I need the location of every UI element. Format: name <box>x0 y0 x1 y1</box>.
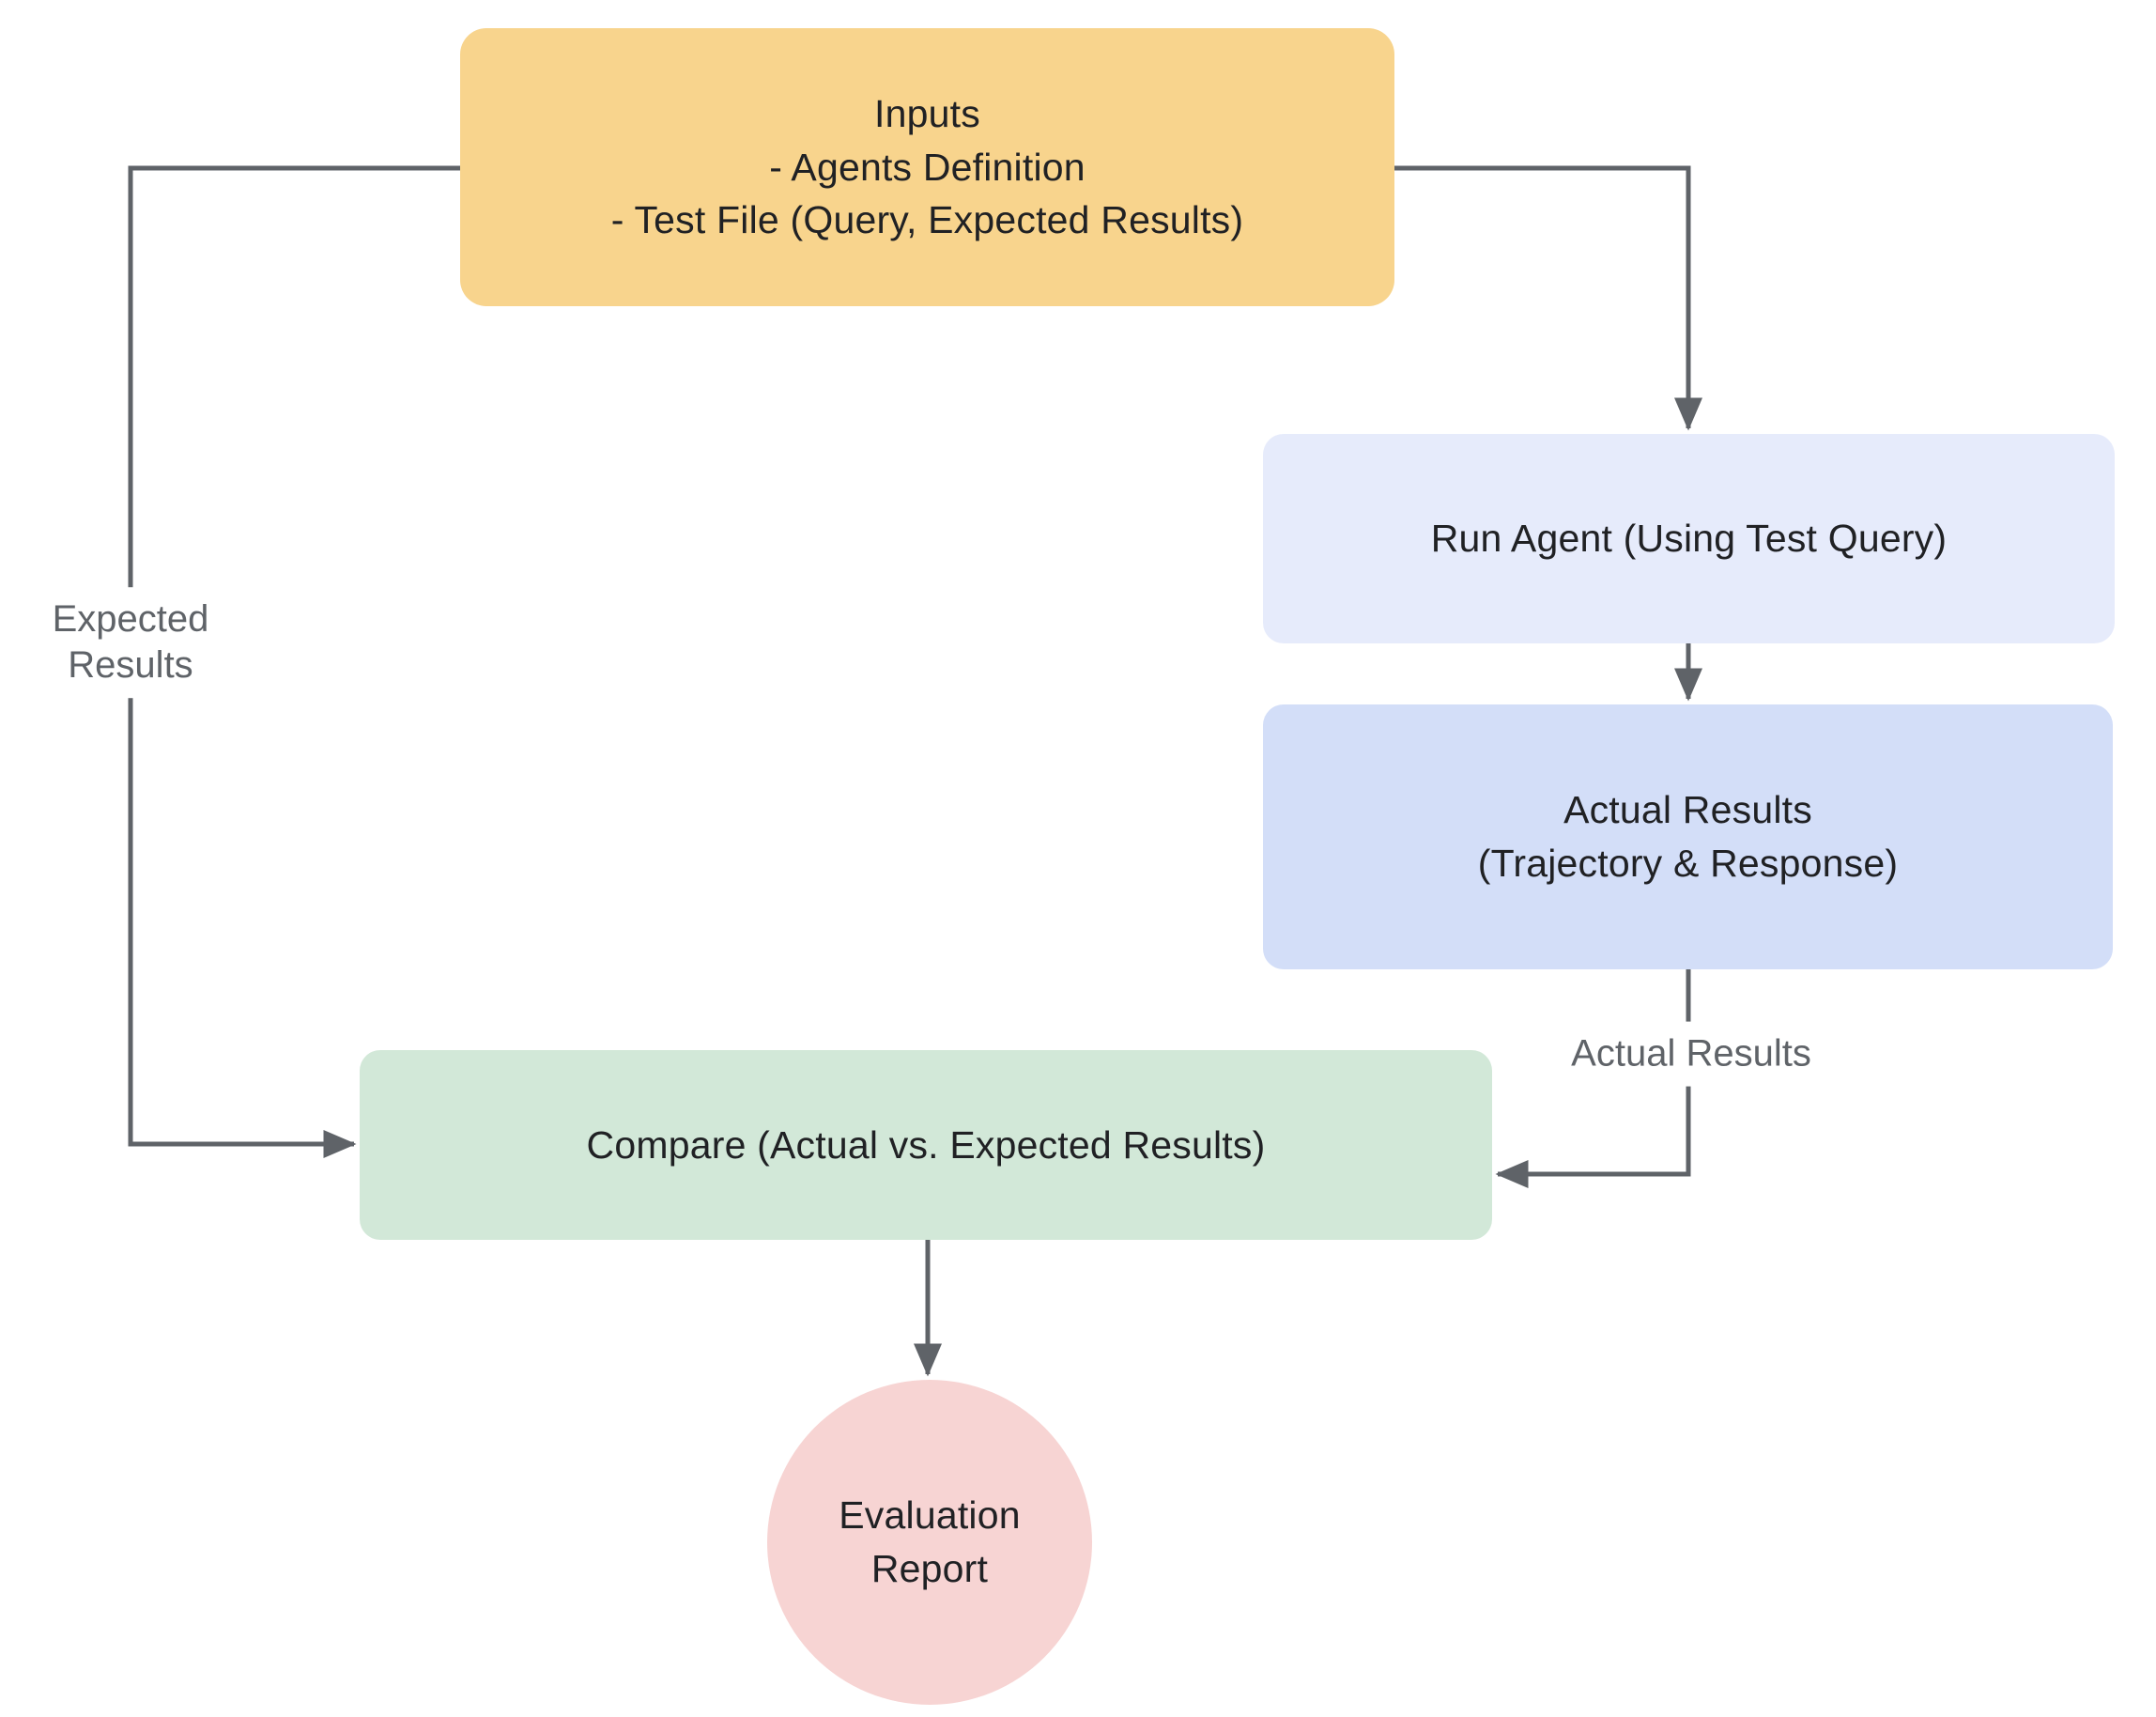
node-inputs: Inputs - Agents Definition - Test File (… <box>460 28 1394 306</box>
node-compare-label: Compare (Actual vs. Expected Results) <box>586 1122 1266 1167</box>
edge-label-expected-results-line2: Results <box>68 644 193 686</box>
node-inputs-title: Inputs <box>874 91 980 135</box>
edge-label-expected-results: Expected Results <box>44 587 217 698</box>
node-evaluation-report: Evaluation Report <box>767 1380 1092 1705</box>
node-inputs-item-test-file: - Test File (Query, Expected Results) <box>610 198 1244 242</box>
node-inputs-item-agents-definition: - Agents Definition <box>769 145 1086 189</box>
node-actual-results-label-line1: Actual Results <box>1563 788 1812 832</box>
node-actual-results-label-line2: (Trajectory & Response) <box>1477 842 1899 885</box>
edge-inputs-to-run-agent <box>1394 165 1702 431</box>
node-evaluation-report-label-line1: Evaluation <box>839 1493 1021 1538</box>
node-run-agent: Run Agent (Using Test Query) <box>1263 434 2115 643</box>
node-evaluation-report-label-line2: Report <box>870 1547 989 1590</box>
edge-label-expected-results-line1: Expected <box>52 598 209 641</box>
edge-label-actual-results: Actual Results <box>1563 1021 1819 1087</box>
node-run-agent-label: Run Agent (Using Test Query) <box>1430 517 1948 560</box>
node-actual-results: Actual Results (Trajectory & Response) <box>1263 704 2113 969</box>
node-compare: Compare (Actual vs. Expected Results) <box>360 1050 1492 1240</box>
